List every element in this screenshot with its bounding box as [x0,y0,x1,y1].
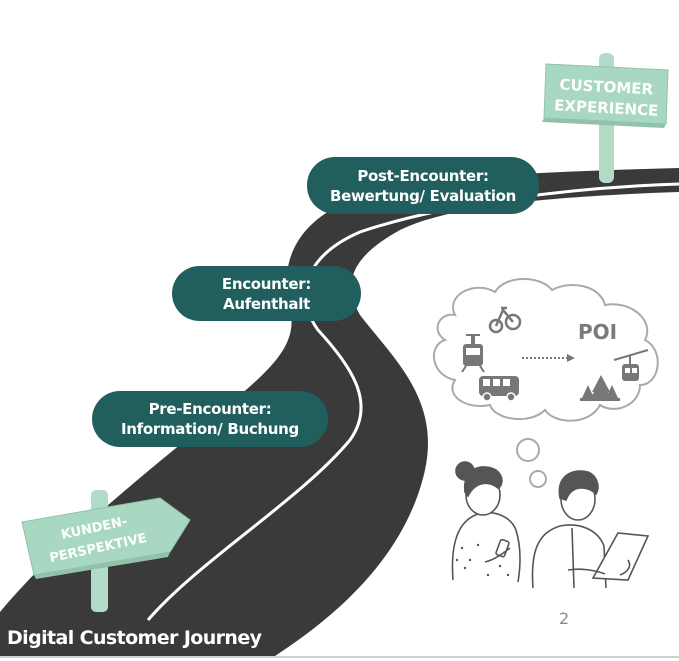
sign-end-line2: EXPERIENCE [554,96,659,119]
stage-post-encounter-name: Post-Encounter: [357,166,489,185]
kunden-perspektive-sign: KUNDEN- PERSPEKTIVE [21,490,191,612]
thought-cloud [432,278,659,488]
poi-label: POI [578,320,618,344]
page-number: 2 [559,609,570,628]
forest-icon [580,375,620,401]
man-with-laptop [531,470,650,589]
stage-encounter-detail: Aufenthalt [223,294,310,313]
customer-experience-sign: CUSTOMER EXPERIENCE [542,53,669,183]
cable-car-icon [613,349,649,381]
stage-encounter: Encounter: Aufenthalt [172,266,361,321]
stage-pre-encounter-name: Pre-Encounter: [148,400,272,418]
dotted-arrow-icon [522,354,575,362]
woman-with-phone [451,461,521,583]
stage-post-encounter: Post-Encounter: Bewertung/ Evaluation [307,157,539,214]
stage-encounter-name: Encounter: [221,274,312,293]
bus-icon [479,376,519,402]
stage-pre-encounter-detail: Information/ Buchung [120,420,299,438]
sign-board [21,497,191,576]
sign-end-line1: CUSTOMER [559,76,654,99]
bottom-divider [0,656,679,658]
stage-pre-encounter: Pre-Encounter: Information/ Buchung [92,391,328,447]
stage-post-encounter-detail: Bewertung/ Evaluation [329,186,517,205]
bicycle-icon [488,306,522,334]
page-title: Digital Customer Journey [7,627,262,649]
tram-icon [461,334,485,373]
